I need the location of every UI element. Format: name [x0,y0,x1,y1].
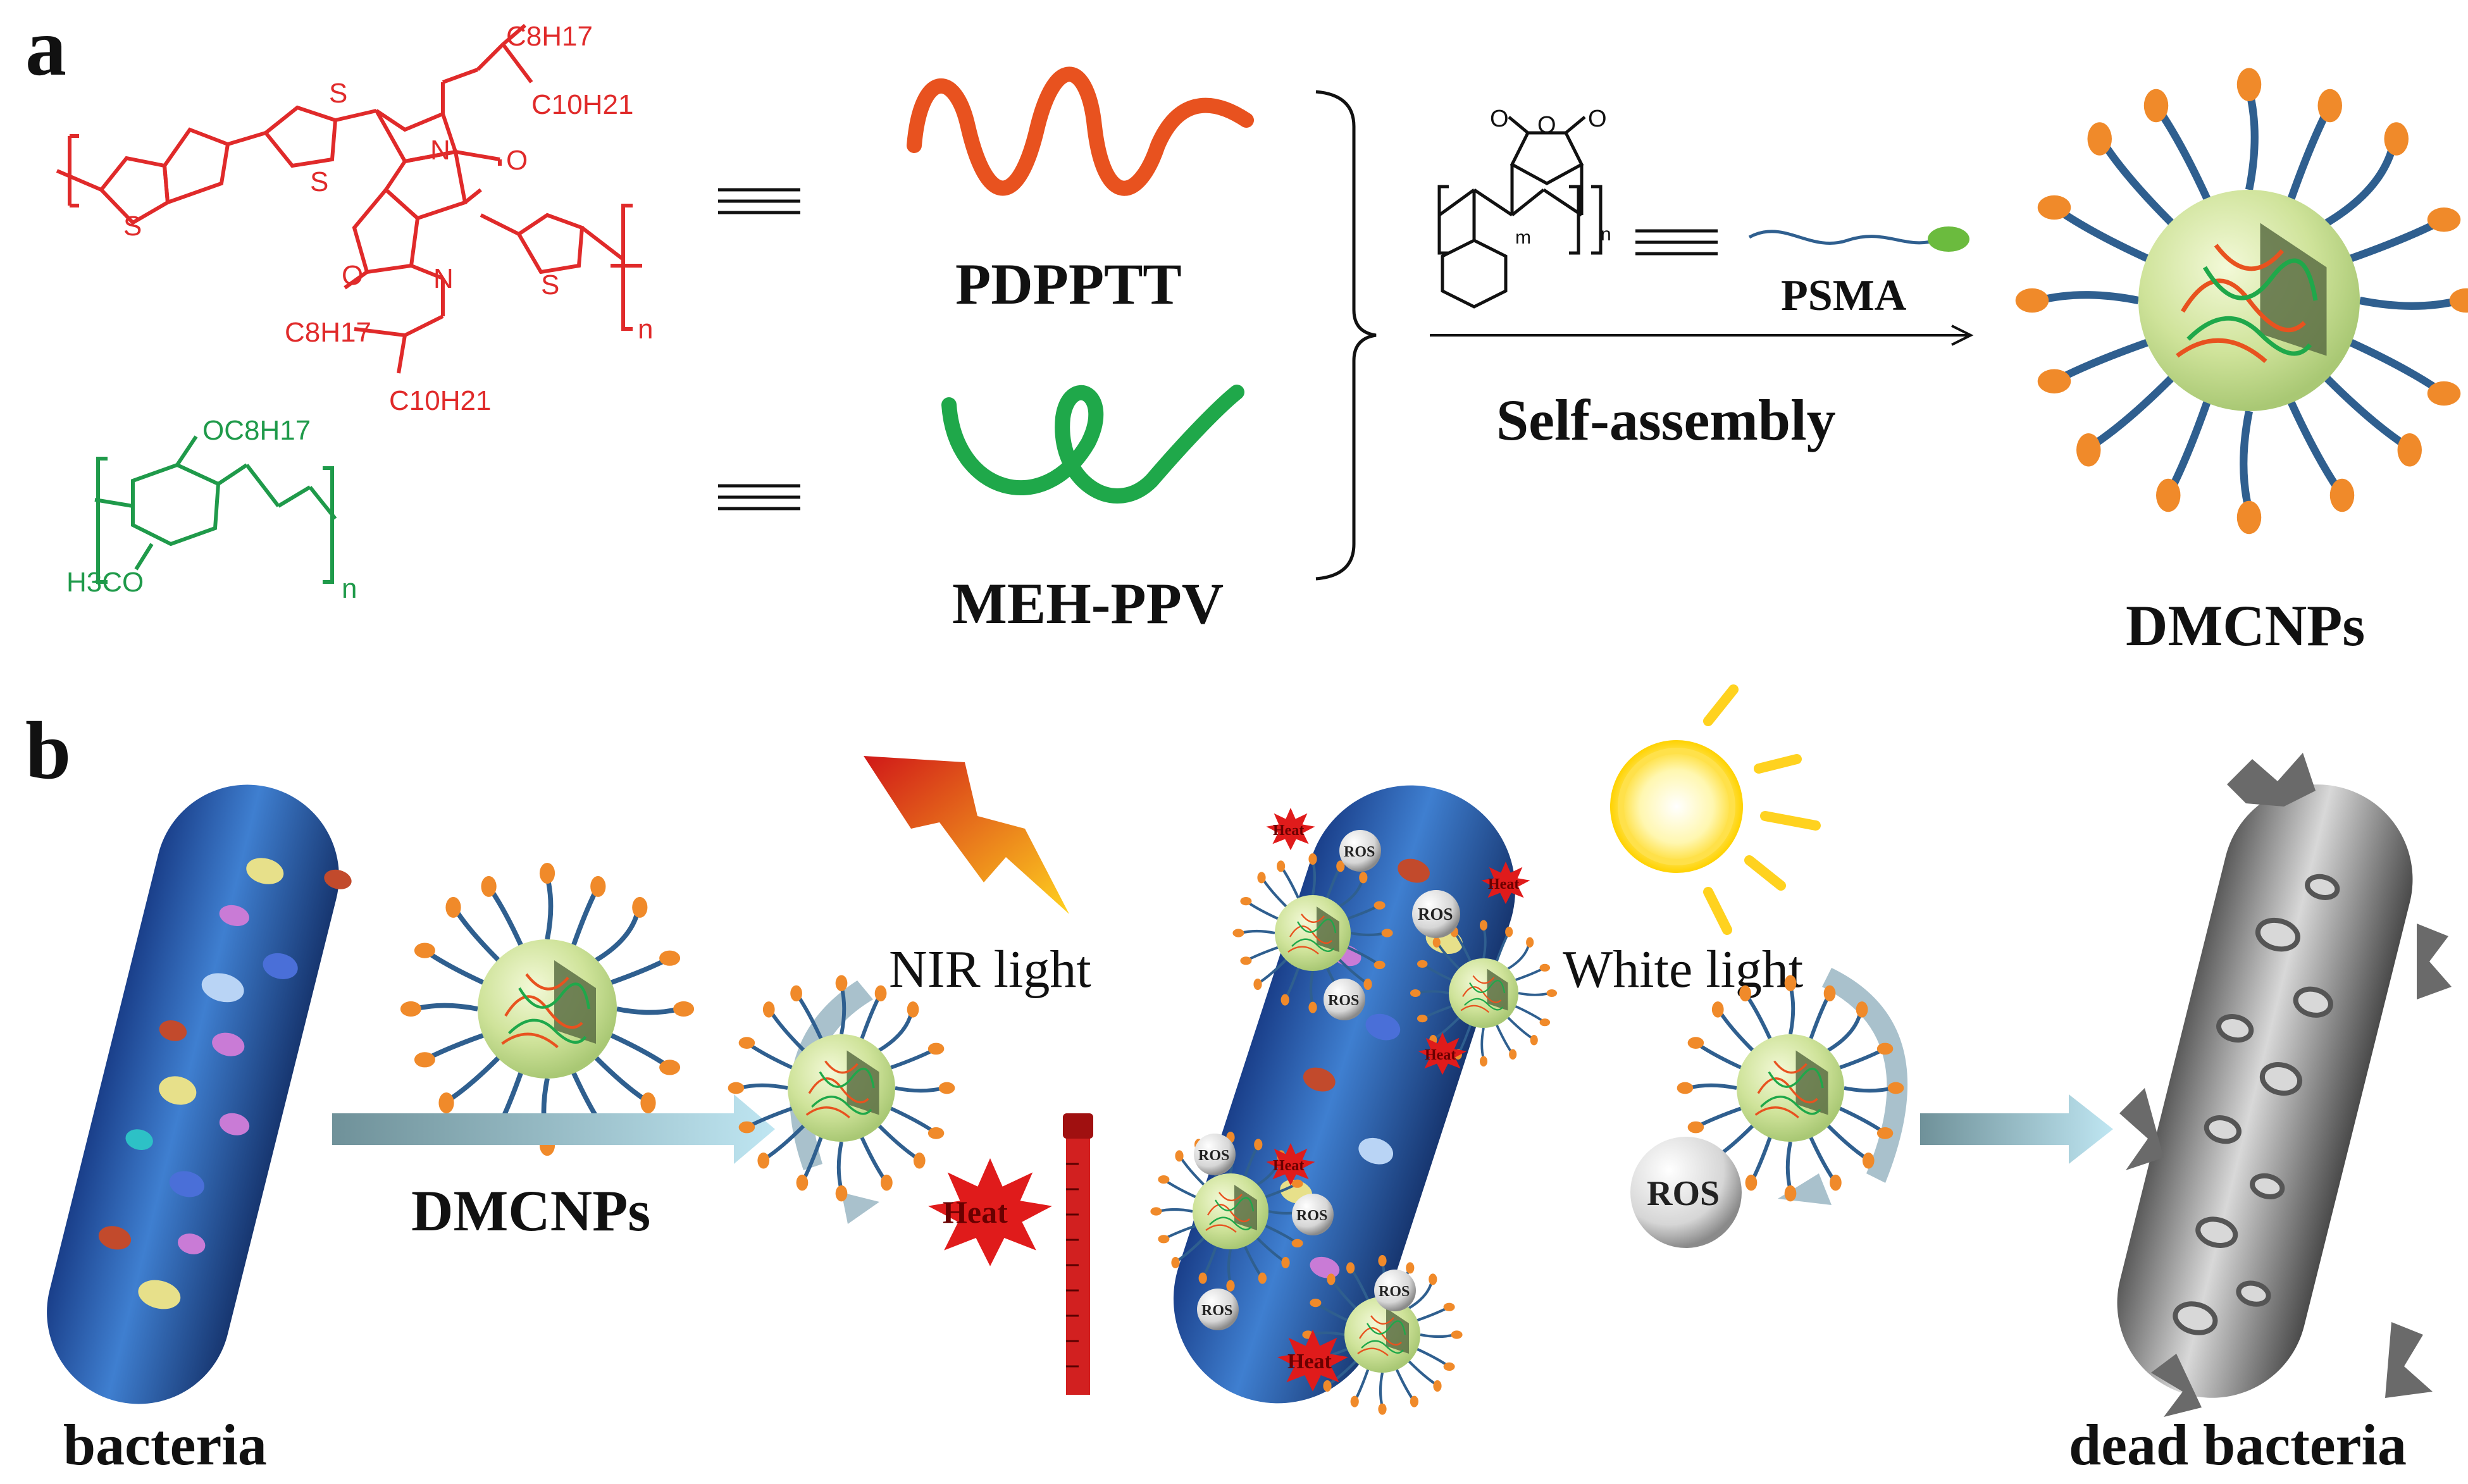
self-assembly-label: Self-assembly [1496,388,1836,452]
svg-text:ROS: ROS [1328,992,1359,1009]
svg-text:C10H21: C10H21 [531,89,633,120]
mehppv-label: MEH-PPV [952,571,1224,636]
psma-atoms: O O O m n [1490,106,1611,248]
svg-text:S: S [310,166,328,197]
svg-text:S: S [541,269,559,300]
dmcnp-nanoparticle-large [2016,68,2468,535]
mehppv-structure [94,435,337,584]
svg-text:O: O [506,145,528,176]
svg-text:ROS: ROS [1418,905,1453,924]
svg-text:ROS: ROS [1344,844,1375,860]
dmcnps-arrow-label: DMCNPs [411,1178,650,1243]
process-arrow-2 [1920,1094,2113,1164]
psma-structure [1437,116,1603,309]
svg-text:n: n [1601,224,1611,245]
mehppv-atoms: OC8H17 H3CO n [66,415,357,604]
svg-text:N: N [430,135,450,166]
svg-text:C10H21: C10H21 [389,385,491,416]
mehppv-polymer-loop [941,385,1244,504]
svg-text:ROS: ROS [1296,1208,1327,1224]
svg-text:H3CO: H3CO [66,567,144,598]
ros-label-large: ROS [1647,1174,1720,1213]
psma-chain-icon [1748,230,1937,245]
svg-text:O: O [1537,112,1556,139]
svg-text:N: N [433,263,454,294]
dead-bacterium [2117,753,2452,1417]
bacteria-label: bacteria [63,1413,267,1477]
self-assembly-arrow [1430,325,1974,346]
process-arrow-1 [332,1094,775,1164]
merge-bracket [1315,90,1377,581]
pdpptt-polymer-wave [907,66,1254,196]
panel-b-label: b [25,705,71,796]
ros-sphere-large [1630,1137,1742,1248]
panel-a-label: a [25,2,66,93]
nir-light-label: NIR light [889,940,1091,999]
heat-label-large: Heat [943,1194,1008,1230]
svg-text:Heat: Heat [1425,1047,1456,1063]
ros-spheres-small: ROS ROS ROS ROS ROS ROS ROS [1194,830,1460,1330]
svg-text:OC8H17: OC8H17 [202,415,311,446]
svg-text:m: m [1515,227,1531,248]
svg-text:S: S [329,78,347,109]
heat-badges-small: Heat Heat Heat Heat Heat [1266,808,1530,1392]
svg-text:ROS: ROS [1198,1147,1229,1164]
sun-icon [1610,684,1821,935]
nir-lightning-icon [864,756,1069,914]
dmcnp-nanoparticle-b1 [400,863,694,1156]
svg-text:O: O [342,260,363,291]
svg-text:S: S [123,211,142,242]
svg-text:O: O [1588,106,1607,132]
white-light-label: White light [1563,940,1803,999]
svg-text:O: O [1490,106,1509,132]
pdpptt-label: PDPPTT [955,252,1182,316]
svg-text:ROS: ROS [1201,1302,1232,1319]
svg-text:Heat: Heat [1273,1158,1304,1174]
equivalence-marks [718,188,1718,510]
psma-head-icon [1928,226,1969,252]
svg-text:n: n [638,314,653,345]
svg-text:C8H17: C8H17 [506,21,593,52]
svg-text:Heat: Heat [1287,1350,1332,1373]
svg-text:C8H17: C8H17 [285,317,371,348]
dmcnps-product-label: DMCNPs [2126,593,2365,658]
svg-text:Heat: Heat [1273,822,1304,839]
psma-label: PSMA [1781,271,1907,320]
thermometer-icon [1063,1113,1093,1395]
pdpptt-structure [56,23,642,374]
svg-text:n: n [342,573,357,604]
svg-text:Heat: Heat [1488,876,1519,893]
dead-bacteria-label: dead bacteria [2069,1413,2407,1477]
svg-text:ROS: ROS [1379,1283,1410,1300]
pdpptt-atoms: S S S S N N O O C8H17 C10H21 C8H17 C10H2… [123,21,653,416]
live-bacterium [47,784,352,1404]
